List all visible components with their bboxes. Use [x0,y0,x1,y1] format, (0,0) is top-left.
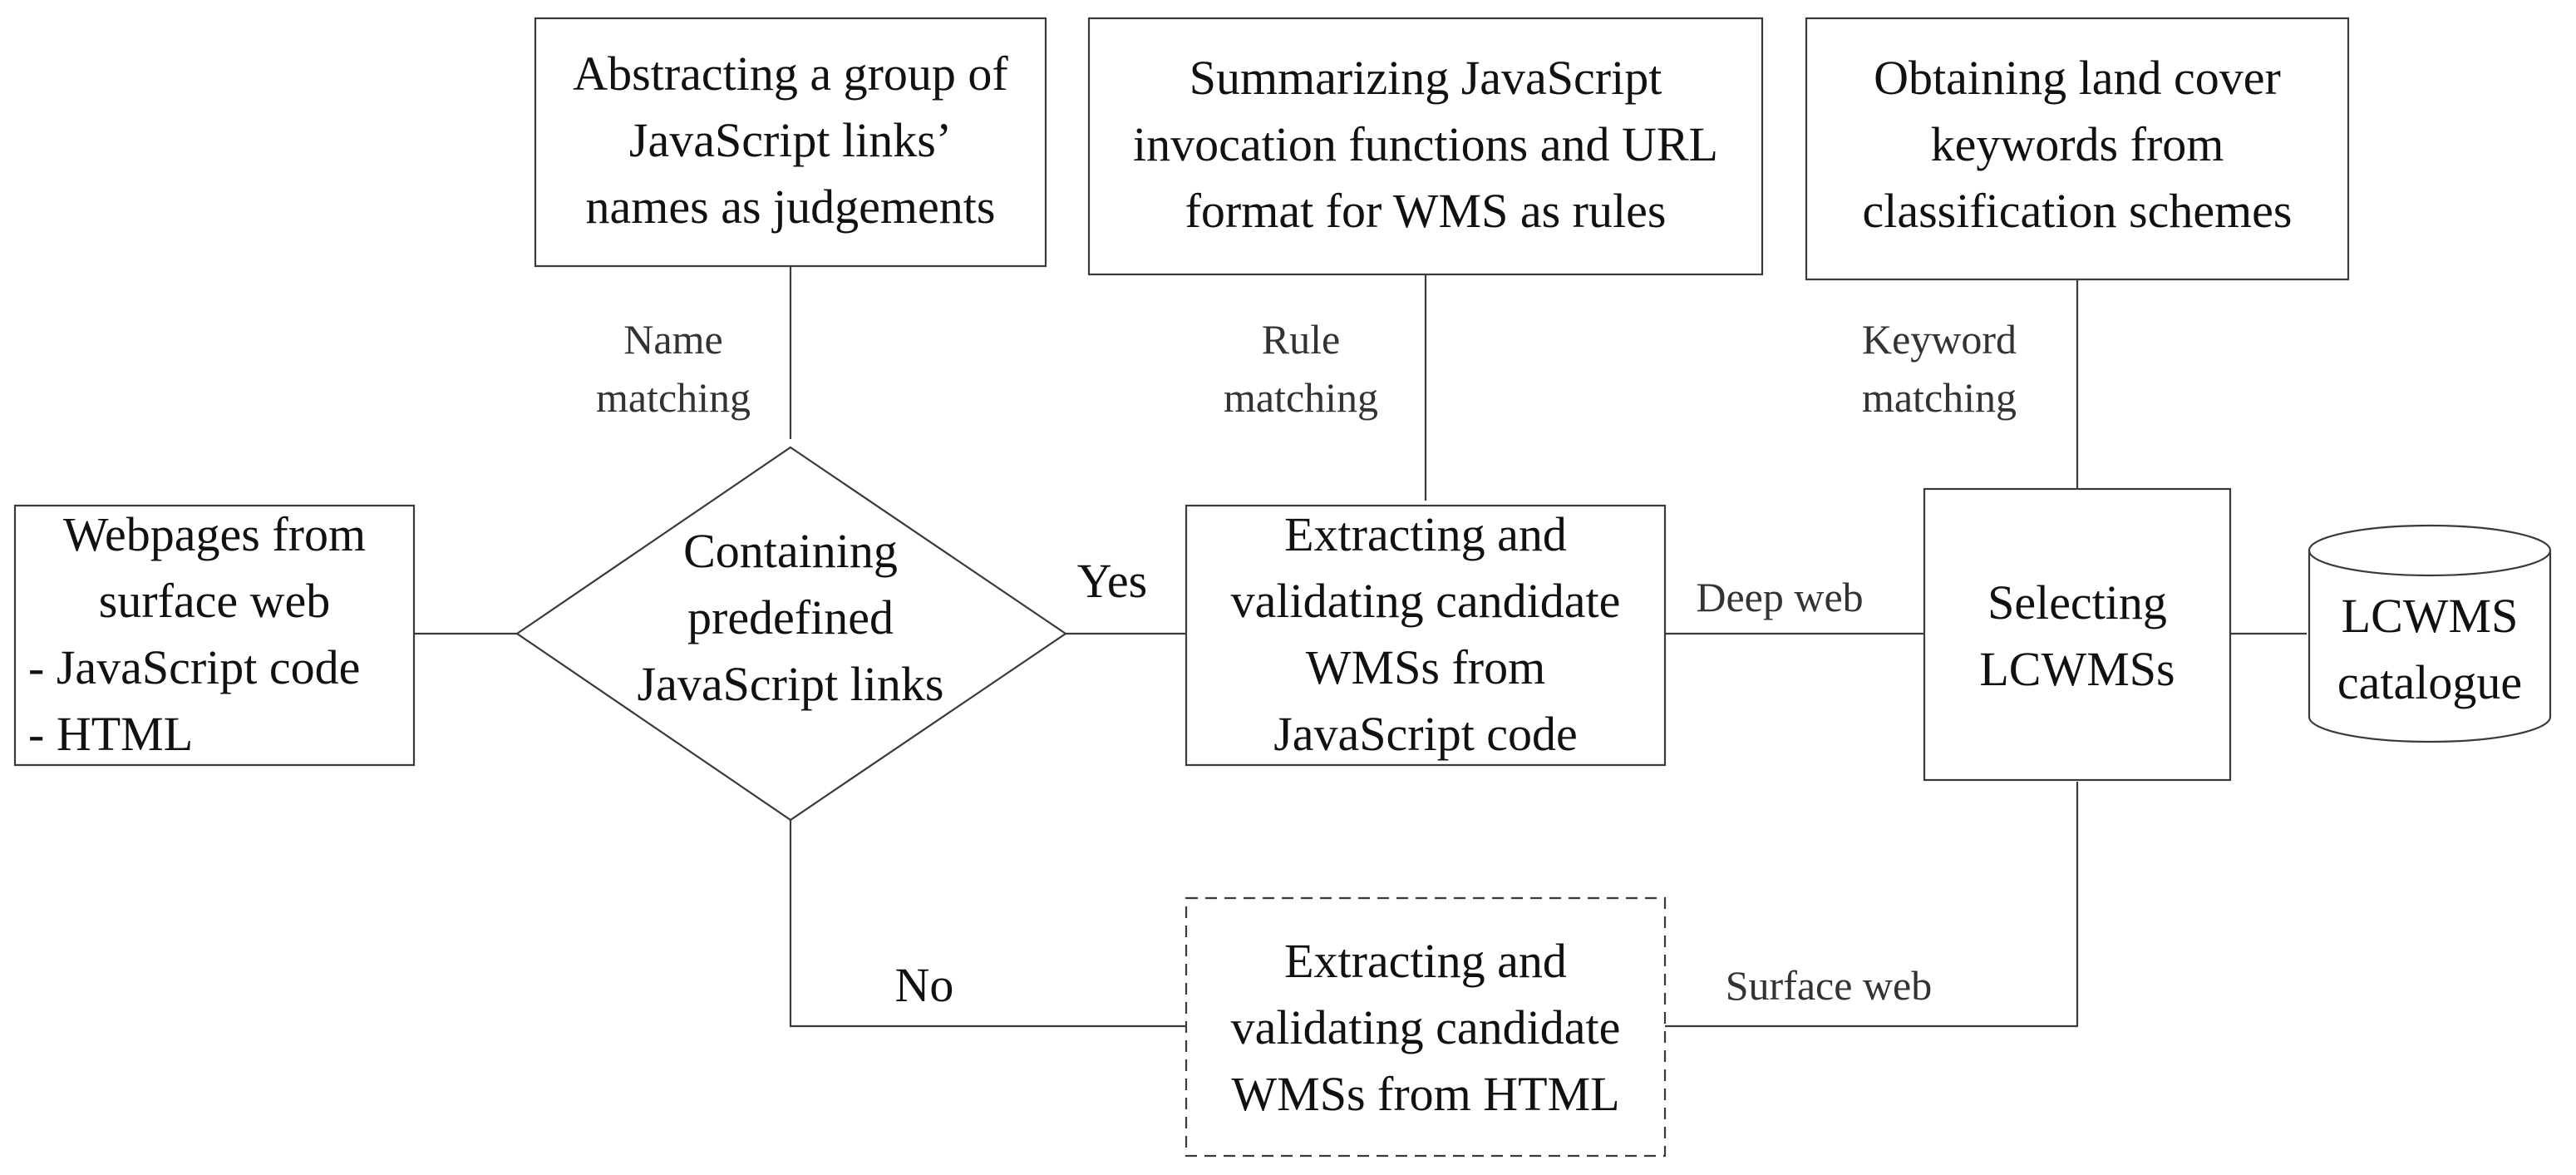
extract-js-line-4: JavaScript code [1273,707,1578,761]
keyword-matching-label-1: Keyword [1862,316,2017,363]
input-line-1: Webpages from [63,507,366,561]
input-line-4: - HTML [28,707,193,761]
extract-html-line-3: WMSs from HTML [1231,1067,1619,1121]
selecting-box: Selecting LCWMSs [1923,487,2232,782]
extract-html-box: Extracting and validating candidate WMSs… [1185,896,1667,1158]
decision-line-2: predefined [687,590,894,644]
name-matching-label-2: matching [596,374,751,421]
input-line-3: - JavaScript code [28,640,360,694]
yes-label: Yes [1077,554,1147,608]
decision-line-1: Containing [683,524,898,578]
no-arrow [789,820,1186,1028]
rules-line-3: format for WMS as rules [1185,184,1667,238]
extract-js-line-3: WMSs from [1306,640,1545,694]
keywords-line-3: classification schemes [1863,184,2293,238]
decision-diamond: Containing predefined JavaScript links [515,446,1067,822]
catalogue-line-2: catalogue [2337,655,2522,709]
judgements-box: Abstracting a group of JavaScript links’… [534,17,1047,268]
keywords-line-2: keywords from [1931,117,2224,171]
rules-box: Summarizing JavaScript invocation functi… [1087,17,1764,276]
selecting-line-2: LCWMSs [1979,642,2175,696]
selecting-line-1: Selecting [1987,575,2167,629]
deep-web-label: Deep web [1696,574,1863,620]
input-line-2: surface web [99,574,331,628]
catalogue-cylinder: LCWMS catalogue [2308,524,2552,743]
judgements-line-3: names as judgements [586,180,996,234]
extract-js-line-2: validating candidate [1231,574,1621,628]
extract-js-box: Extracting and validating candidate WMSs… [1185,504,1667,767]
judgements-line-2: JavaScript links’ [629,113,952,167]
catalogue-line-1: LCWMS [2342,589,2519,643]
surface-web-arrow [1665,782,2079,1028]
keyword-matching-label-2: matching [1862,374,2017,421]
judgements-line-1: Abstracting a group of [573,47,1008,101]
rules-line-2: invocation functions and URL [1133,117,1718,171]
keywords-box: Obtaining land cover keywords from class… [1805,17,2350,281]
rule-matching-label-2: matching [1224,374,1378,421]
rule-matching-label-1: Rule [1262,316,1340,363]
no-label: No [895,958,954,1012]
input-webpages-box: Webpages from surface web - JavaScript c… [13,504,416,767]
extract-html-line-2: validating candidate [1231,1000,1621,1054]
extract-html-line-1: Extracting and [1284,934,1567,988]
extract-js-line-1: Extracting and [1284,507,1567,561]
decision-line-3: JavaScript links [638,657,944,711]
rules-line-1: Summarizing JavaScript [1189,51,1662,105]
name-matching-label-1: Name [623,316,722,363]
keywords-line-1: Obtaining land cover [1874,51,2281,105]
surface-web-label: Surface web [1726,962,1933,1009]
